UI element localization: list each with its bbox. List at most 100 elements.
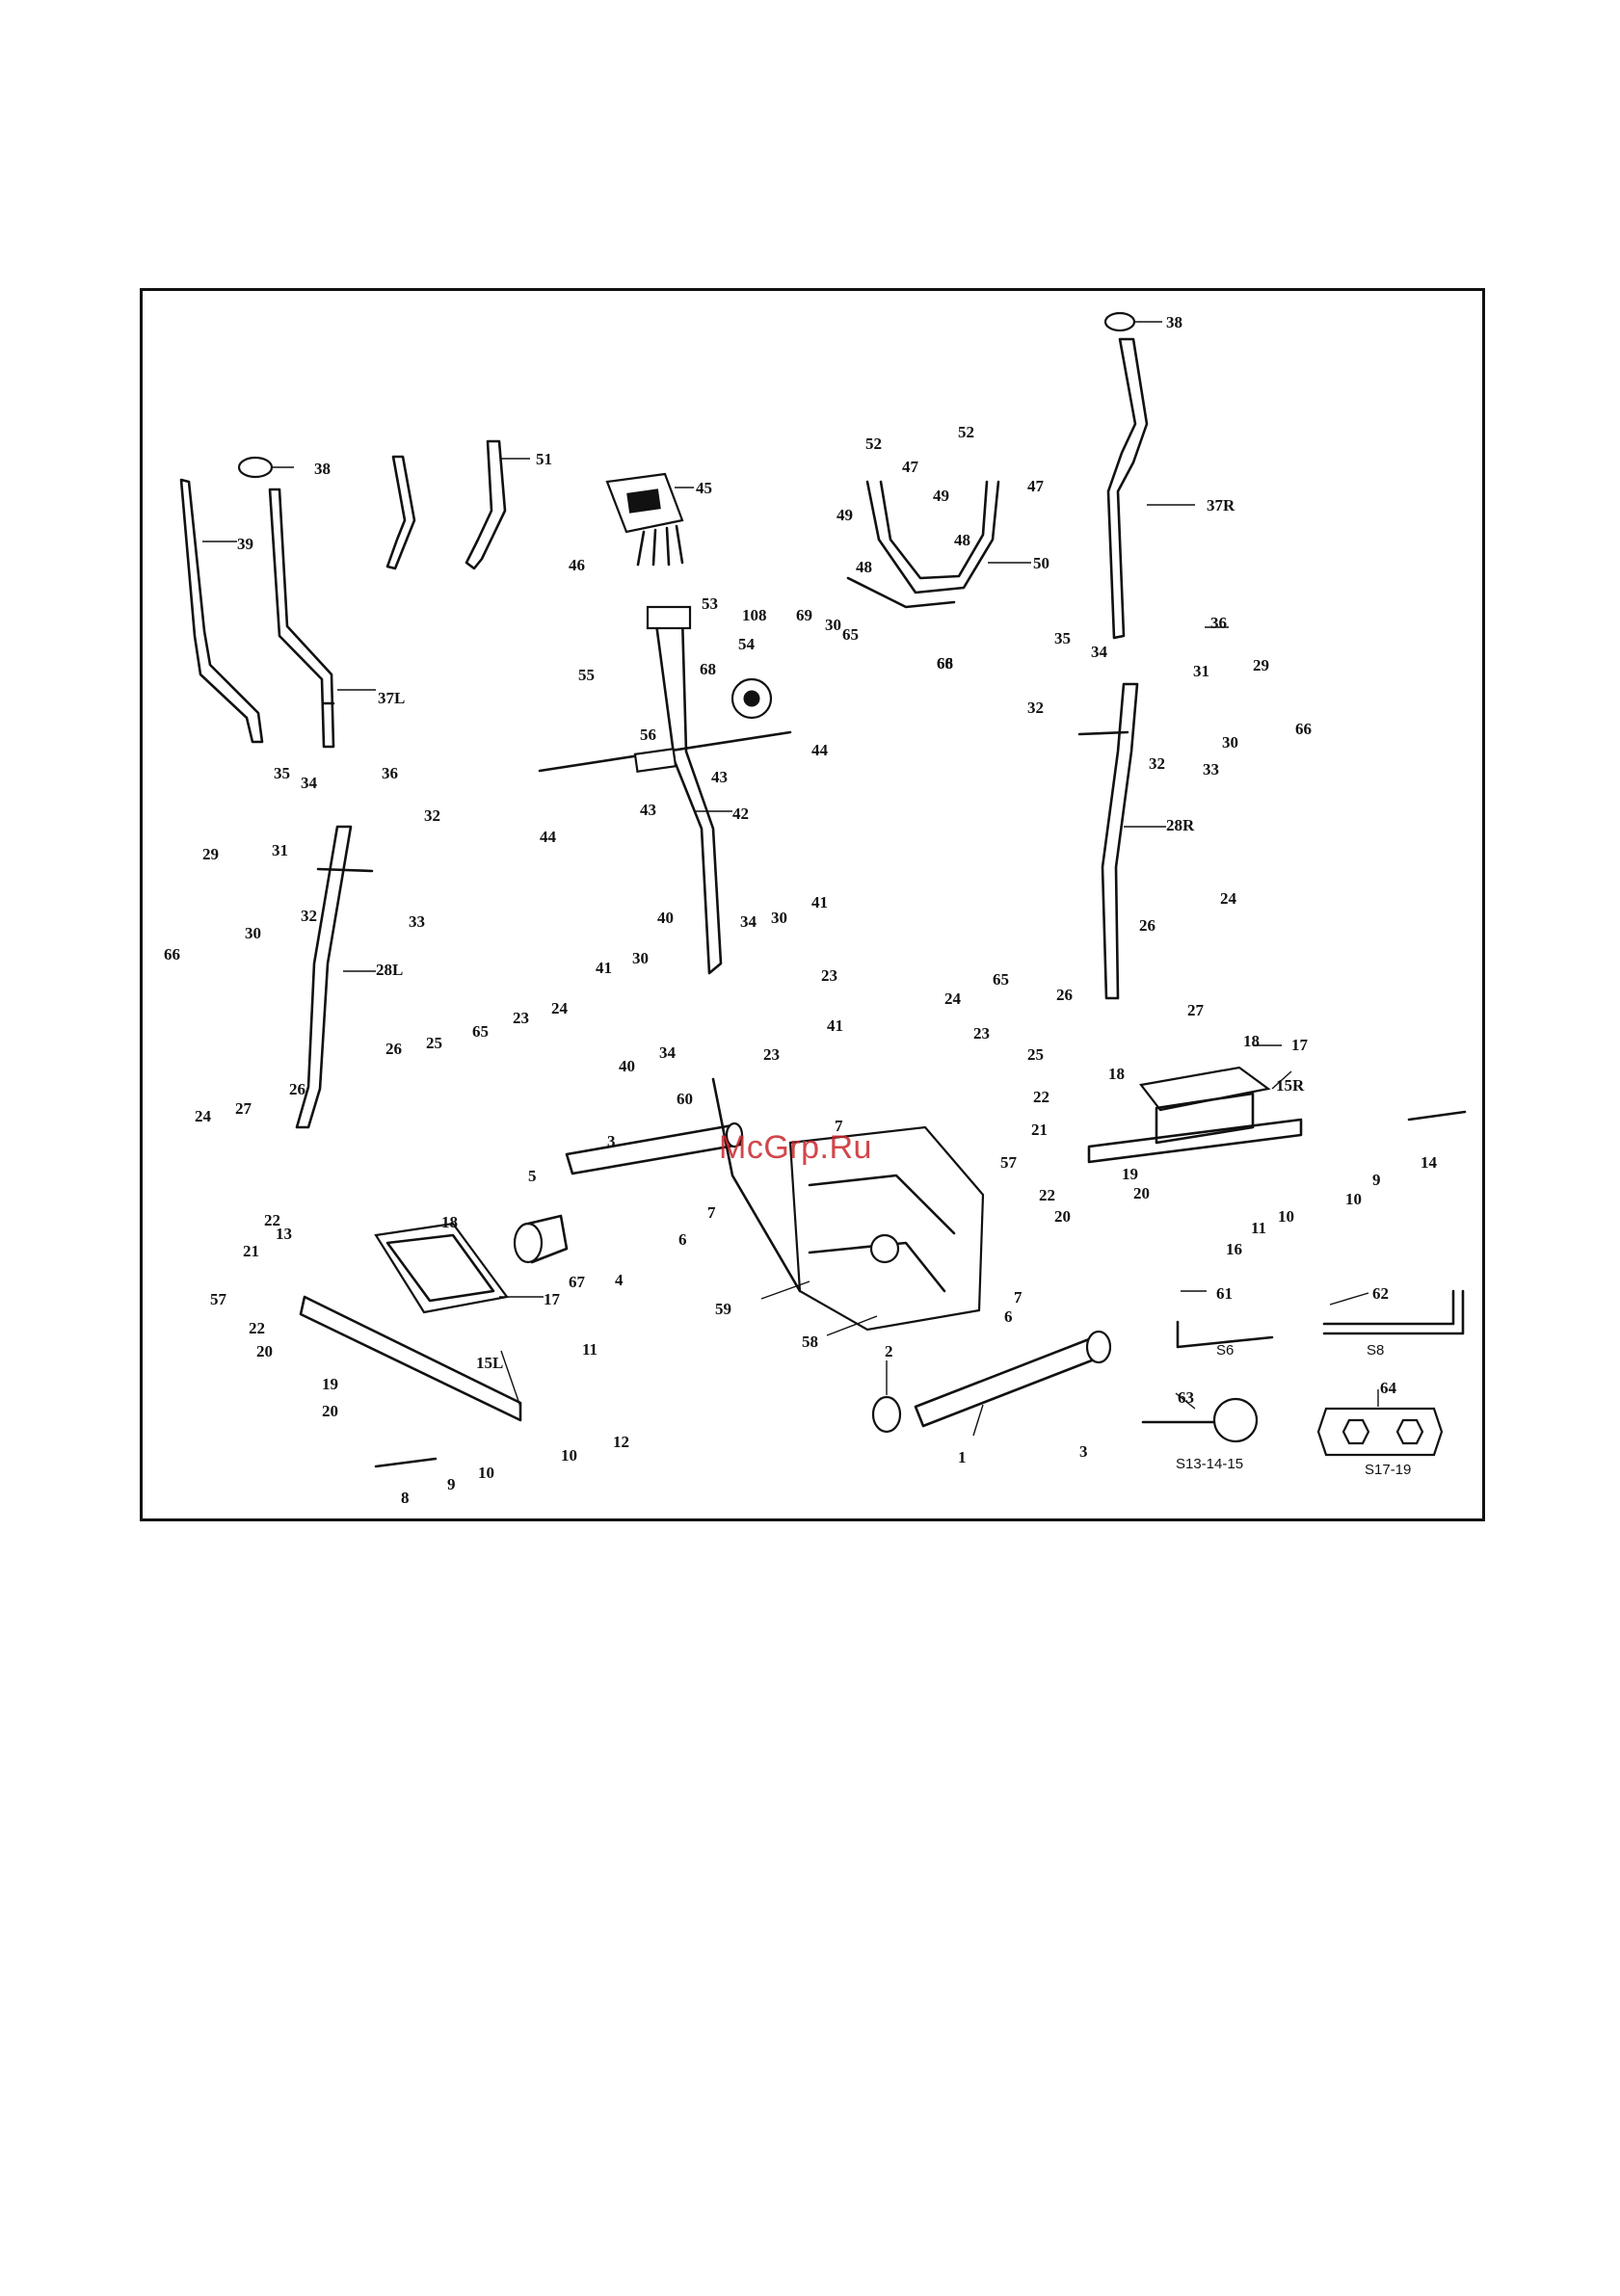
callout-25: 25 [426,1034,442,1052]
callout-15L: 15L [476,1354,503,1372]
callout-17: 17 [1291,1036,1309,1054]
callout-30: 30 [632,949,649,967]
allen-key-61 [1176,1320,1274,1349]
callout-57: 57 [210,1290,227,1308]
callout-27: 27 [235,1099,252,1118]
callout-40: 40 [619,1057,635,1075]
callout-68: 68 [937,654,953,673]
callout-39: 39 [237,535,253,553]
right-pedal-bar-15R [1087,1118,1303,1164]
callout-18: 18 [441,1213,458,1231]
callout-47: 47 [1027,477,1045,495]
flywheel-housing-59 [711,1077,985,1332]
callout-43: 43 [711,768,728,786]
axle-43 [538,730,792,773]
callout-28L: 28L [376,961,403,979]
callout-28R: 28R [1166,816,1195,834]
left-lower-arm-28L [295,825,374,1129]
callout-53: 53 [702,594,718,613]
callout-15R: 15R [1276,1076,1305,1095]
callout-7: 7 [1014,1288,1022,1306]
callout-34: 34 [1091,643,1108,661]
callout-8: 8 [401,1489,410,1507]
callout-34: 34 [659,1043,677,1062]
callout-61: 61 [1216,1284,1233,1303]
callout-24: 24 [551,999,569,1017]
callout-27: 27 [1187,1001,1205,1019]
callout-29: 29 [1253,656,1269,674]
callout-6: 6 [678,1230,687,1249]
callout-62: 62 [1372,1284,1389,1303]
callout-38: 38 [314,460,331,478]
callout-64: 64 [1380,1379,1397,1397]
callout-30: 30 [245,924,261,942]
callout-49: 49 [837,506,853,524]
left-handlebar-37L [268,488,335,749]
callout-46: 46 [569,556,585,574]
callout-3: 3 [1079,1442,1088,1461]
callout-48: 48 [856,558,872,576]
end-cap-5 [513,1214,569,1264]
tool-caption-s8: S8 [1367,1342,1384,1359]
callout-65: 65 [842,625,859,644]
callout-66: 66 [1295,720,1312,738]
console-45 [605,472,684,567]
grip-cap-38-right [1103,311,1136,332]
bolt-14 [1407,1110,1467,1122]
callout-58: 58 [802,1333,818,1351]
right-handlebar-37R [1106,337,1149,640]
callout-52: 52 [865,435,882,453]
callout-3: 3 [607,1132,616,1150]
callout-17: 17 [544,1290,561,1308]
callout-31: 31 [1193,662,1209,680]
callout-36: 36 [382,764,398,782]
callout-18: 18 [1243,1032,1260,1050]
callout-11: 11 [582,1340,598,1359]
grip-cap-38-left [237,456,274,479]
callout-25: 25 [1027,1045,1044,1064]
callout-41: 41 [811,893,828,911]
callout-10: 10 [1278,1207,1294,1226]
callout-20: 20 [1133,1184,1150,1202]
callout-14: 14 [1421,1153,1438,1172]
callout-43: 43 [640,801,656,819]
callout-38: 38 [1166,313,1182,331]
callout-63: 63 [1178,1388,1194,1407]
callout-30: 30 [1222,733,1238,752]
watermark: McGrp.Ru [719,1129,872,1166]
callout-44: 44 [811,741,829,759]
callout-65: 65 [472,1022,489,1041]
callout-50: 50 [1033,554,1049,572]
callout-21: 21 [1031,1121,1048,1139]
tool-caption-s6: S6 [1216,1342,1234,1359]
tool-caption-s13: S13-14-15 [1176,1456,1243,1472]
allen-key-62 [1322,1289,1465,1335]
callout-57: 57 [1000,1153,1018,1172]
callout-22: 22 [1039,1186,1055,1204]
callout-32: 32 [1027,699,1044,717]
callout-47: 47 [902,458,919,476]
callout-26: 26 [289,1080,305,1098]
callout-10: 10 [1345,1190,1362,1208]
callout-19: 19 [1122,1165,1138,1183]
callout-13: 13 [276,1225,292,1243]
callout-9: 9 [1372,1171,1381,1189]
callout-59: 59 [715,1300,731,1318]
callout-49: 49 [933,487,949,505]
callout-26: 26 [385,1040,402,1058]
callout-20: 20 [1054,1207,1071,1226]
callout-33: 33 [409,912,425,931]
diagram-frame [140,288,1485,1521]
callout-68: 68 [700,660,716,678]
callout-2: 2 [885,1342,893,1360]
callout-40: 40 [657,909,674,927]
callout-16: 16 [1226,1240,1242,1258]
callout-37L: 37L [378,689,405,707]
callout-6: 6 [1004,1307,1013,1326]
grip-51 [385,439,507,570]
callout-26: 26 [1139,916,1155,935]
front-tube-4 [565,1122,744,1175]
callout-36: 36 [1210,614,1227,632]
callout-54: 54 [738,635,756,653]
